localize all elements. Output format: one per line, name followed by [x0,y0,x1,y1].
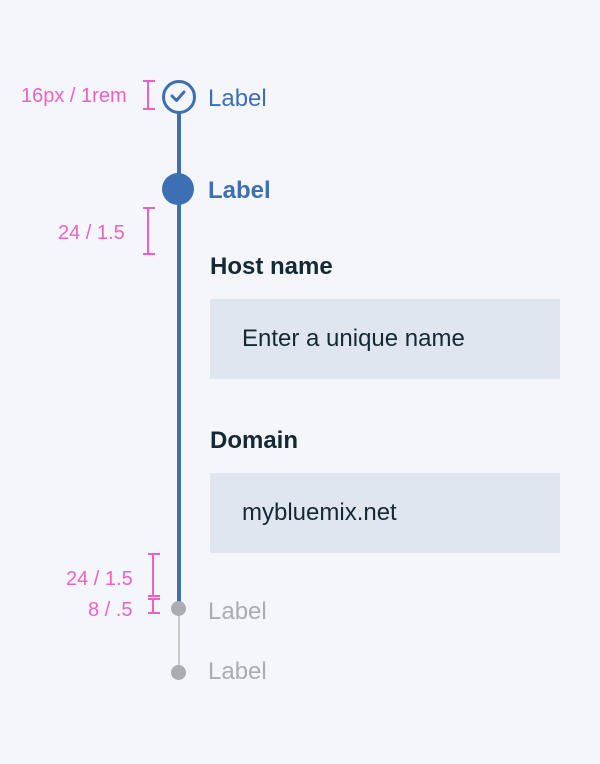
progress-line-completed [177,110,181,174]
small-dot-icon [171,601,186,616]
spec-spacing-bottom: 24 / 1.5 [66,568,133,590]
step-label-1[interactable]: Label [208,85,267,112]
spec-bracket-spacing-top [143,207,155,255]
step-label-2[interactable]: Label [208,177,271,204]
domain-label: Domain [210,427,299,454]
host-name-placeholder: Enter a unique name [242,325,465,352]
domain-input[interactable]: mybluemix.net [210,473,560,553]
spec-bracket-spacing-small [148,598,160,614]
step-label-3[interactable]: Label [208,598,267,625]
spec-marker-size: 16px / 1rem [21,85,127,107]
spec-bracket-spacing-bottom [148,553,160,597]
host-name-label: Host name [210,253,333,280]
spec-spacing-top: 24 / 1.5 [58,222,125,244]
small-dot-icon [171,665,186,680]
step-label-4[interactable]: Label [208,658,267,685]
progress-line-future [178,614,180,666]
progress-line-current [177,204,181,602]
spec-spacing-small: 8 / .5 [88,599,133,621]
checkmark-circle-icon [162,80,196,114]
host-name-input[interactable]: Enter a unique name [210,299,560,379]
filled-circle-icon [162,173,194,205]
domain-value: mybluemix.net [242,499,397,526]
spec-bracket-marker-size [143,80,155,110]
